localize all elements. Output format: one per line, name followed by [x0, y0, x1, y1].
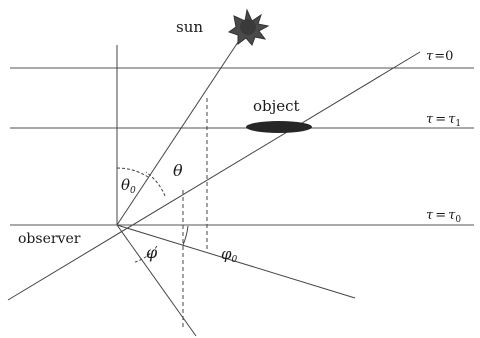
line-of-sight [7, 51, 421, 301]
theta0-label: θ0 [121, 176, 136, 196]
phi0-arc [182, 225, 189, 246]
object-label: object [253, 97, 300, 115]
phi-label: φ [146, 243, 158, 262]
theta0-symbol: θ [121, 176, 130, 194]
layer-label-top: τ=0 [426, 49, 453, 64]
sun-ray [116, 35, 243, 226]
observer-label: observer [18, 231, 81, 247]
phi0-subscript: 0 [232, 255, 238, 265]
theta-arc [145, 171, 166, 197]
layer-label-middle: τ=τ1 [426, 112, 461, 129]
phi0-symbol: φ [221, 245, 232, 263]
theta0-arc [116, 167, 149, 178]
phi-arc [134, 245, 158, 263]
theta0-subscript: 0 [130, 186, 136, 196]
sun-label: sun [176, 18, 203, 36]
theta-label: θ [173, 161, 183, 180]
phi0-label: φ0 [221, 245, 238, 265]
layer-label-bottom: τ=τ0 [426, 208, 461, 225]
sun-icon [227, 8, 270, 46]
object-ellipse [246, 121, 312, 133]
projection-ray-phi0 [116, 224, 356, 299]
